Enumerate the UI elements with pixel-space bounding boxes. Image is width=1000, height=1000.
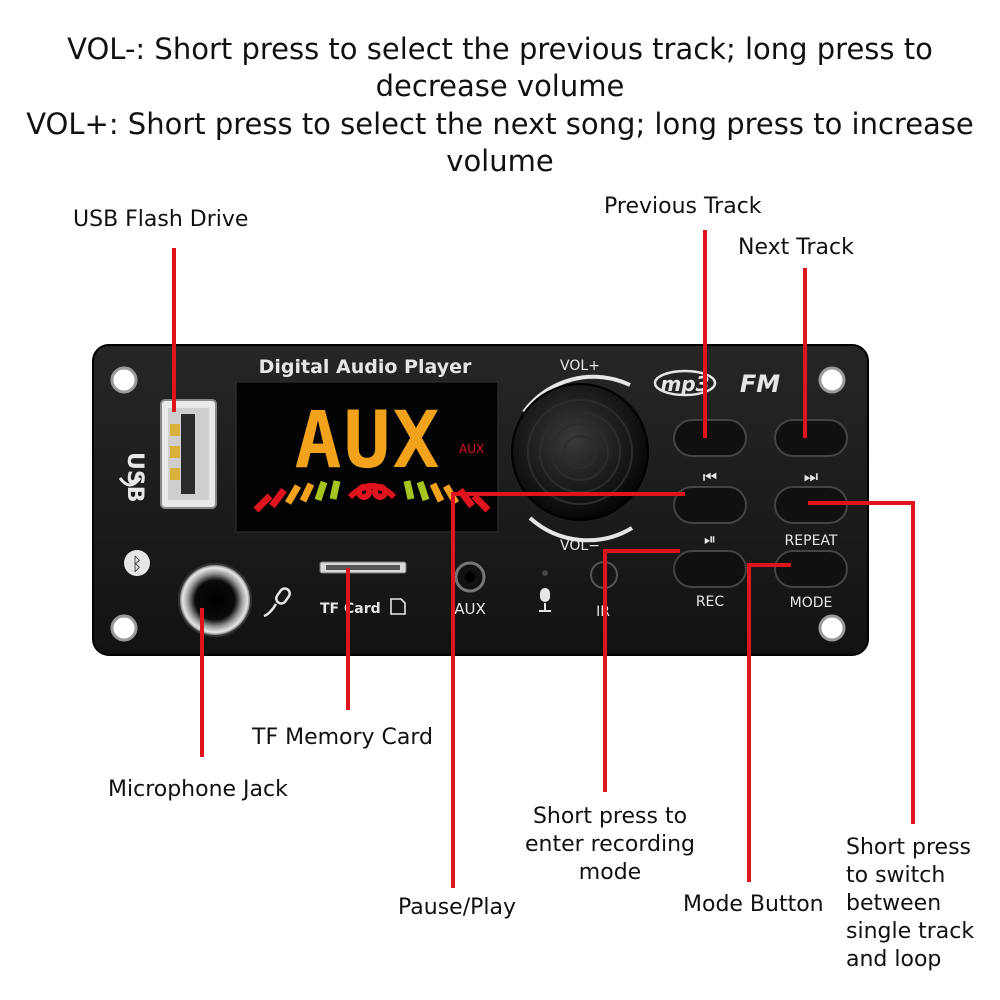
bluetooth-icon: ᛒ	[124, 550, 150, 576]
mode-label: MODE	[790, 595, 833, 611]
display-aux-badge: AUX	[459, 442, 484, 456]
microphone-icon	[263, 587, 291, 618]
usb-label: USB	[122, 452, 147, 502]
tf-card-label: TF Card	[320, 601, 381, 617]
callout-previous-track: Previous Track	[604, 194, 762, 219]
callout-pause-play: Pause/Play	[398, 895, 516, 920]
callout-recording: Short press to enter recording mode	[510, 803, 710, 887]
mounting-holes	[110, 366, 846, 642]
vol-arc-bottom	[528, 516, 634, 543]
callout-microphone-jack: Microphone Jack	[108, 777, 288, 802]
leader-pause-play	[451, 492, 685, 888]
sd-card-icon	[390, 598, 406, 615]
vol-plus-label: VOL+	[560, 358, 600, 374]
callout-repeat: Short press to switch between single tra…	[846, 834, 996, 974]
next-track-button[interactable]	[774, 419, 848, 457]
leader-recording	[603, 549, 680, 792]
callout-repeat-line: to switch	[846, 863, 946, 888]
pause-play-button[interactable]	[673, 486, 747, 524]
onboard-mic-icon	[539, 588, 551, 612]
rec-label: REC	[696, 594, 725, 610]
mp3-logo: mp3	[653, 369, 717, 397]
header-line-1: VOL-: Short press to select the previous…	[67, 32, 933, 66]
next-track-icon: ⏭	[804, 467, 818, 486]
callout-recording-line: mode	[578, 860, 642, 885]
callout-recording-line: enter recording	[525, 832, 695, 857]
callout-repeat-line: and loop	[846, 947, 942, 972]
callout-usb-flash-drive: USB Flash Drive	[73, 207, 249, 232]
header-line-2: decrease volume	[375, 69, 625, 103]
callout-repeat-line: between	[846, 891, 942, 916]
rec-button[interactable]	[673, 550, 747, 588]
svg-text:mp3: mp3	[660, 372, 709, 396]
svg-text:ᛒ: ᛒ	[132, 554, 143, 575]
header-line-3: VOL+: Short press to select the next son…	[26, 107, 974, 141]
previous-track-button[interactable]	[673, 419, 747, 457]
aux-jack-hole	[465, 572, 475, 582]
fm-logo: FM	[740, 370, 780, 398]
callout-next-track: Next Track	[738, 235, 854, 260]
usb-port[interactable]	[160, 399, 217, 509]
mode-button[interactable]	[774, 550, 848, 588]
volume-knob[interactable]	[511, 383, 649, 521]
usb-icon	[118, 477, 142, 487]
tf-card-slot-opening	[326, 565, 400, 570]
callout-repeat-line: Short press	[846, 835, 972, 860]
microphone-jack[interactable]	[178, 563, 252, 637]
board-title: Digital Audio Player	[259, 356, 472, 378]
callout-tf-memory-card: TF Memory Card	[252, 725, 434, 750]
aux-label: AUX	[454, 600, 486, 618]
leader-mode-button	[747, 563, 791, 882]
leader-repeat	[808, 501, 915, 824]
callout-repeat-line: single track	[846, 919, 975, 944]
previous-track-icon: ⏮	[703, 467, 717, 486]
repeat-label: REPEAT	[785, 533, 838, 549]
display-text: AUX	[295, 396, 442, 486]
header-line-4: volume	[446, 144, 554, 178]
callout-mode-button: Mode Button	[683, 892, 824, 917]
microphone-hole	[542, 570, 548, 576]
callout-recording-line: Short press to	[532, 804, 688, 829]
play-pause-icon: ⏯	[704, 530, 716, 548]
